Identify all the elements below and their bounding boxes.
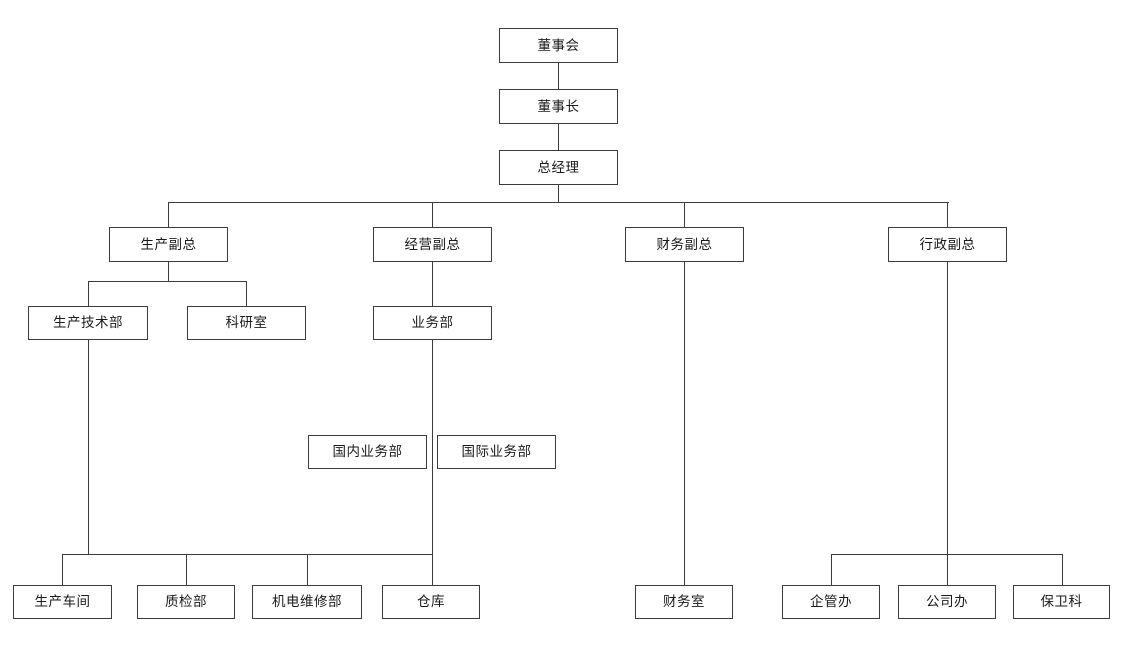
node-vp-operations[interactable]: 经营副总: [373, 227, 492, 262]
connector-executive-bus: [168, 202, 949, 203]
connector-sub-bus-to-research-office: [246, 281, 247, 306]
node-vp-production[interactable]: 生产副总: [109, 227, 228, 262]
connector-admin-bus-to-security-dept: [1062, 554, 1063, 585]
node-enterprise-mgmt[interactable]: 企管办: [782, 585, 880, 619]
connector-bottom-bus-to-workshop: [62, 554, 63, 585]
node-board[interactable]: 董事会: [499, 28, 618, 63]
connector-bottom-bus-to-maintenance-dept: [307, 554, 308, 585]
node-finance-office[interactable]: 财务室: [635, 585, 733, 619]
connector-admin-bus-to-enterprise-mgmt: [831, 554, 832, 585]
node-warehouse[interactable]: 仓库: [382, 585, 480, 619]
node-general-manager[interactable]: 总经理: [499, 150, 618, 185]
connector-sub-bus-to-prod-tech: [88, 281, 89, 306]
connector-production-bottom-bus: [62, 554, 433, 555]
connector-production-sub-bus: [88, 281, 247, 282]
node-prod-tech-dept[interactable]: 生产技术部: [28, 306, 148, 340]
node-research-office[interactable]: 科研室: [187, 306, 306, 340]
connector-chairman-to-gm: [558, 123, 559, 150]
node-chairman[interactable]: 董事长: [499, 89, 618, 124]
connector-prod-tech-stem: [88, 339, 89, 555]
node-intl-business[interactable]: 国际业务部: [437, 435, 556, 469]
node-vp-admin[interactable]: 行政副总: [888, 227, 1007, 262]
node-workshop[interactable]: 生产车间: [13, 585, 112, 619]
connector-bus-to-vp-finance: [684, 202, 685, 228]
connector-business-dept-spine: [432, 339, 433, 585]
connector-bus-to-vp-admin: [947, 202, 948, 228]
connector-bus-to-vp-production: [168, 202, 169, 228]
node-security-dept[interactable]: 保卫科: [1013, 585, 1110, 619]
node-qc-dept[interactable]: 质检部: [137, 585, 235, 619]
node-company-office[interactable]: 公司办: [898, 585, 996, 619]
connector-vp-production-stem: [168, 261, 169, 281]
node-maintenance-dept[interactable]: 机电维修部: [252, 585, 362, 619]
node-domestic-business[interactable]: 国内业务部: [308, 435, 427, 469]
node-vp-finance[interactable]: 财务副总: [625, 227, 744, 262]
connector-admin-bus-to-company-office: [947, 554, 948, 585]
connector-board-to-chairman: [558, 62, 559, 89]
connector-vp-operations-to-business: [432, 261, 433, 306]
connector-vp-admin-stem: [947, 261, 948, 554]
connector-bus-to-vp-operations: [432, 202, 433, 228]
connector-bottom-bus-to-qc-dept: [186, 554, 187, 585]
node-business-dept[interactable]: 业务部: [373, 306, 492, 340]
connector-vp-finance-to-finance-office: [684, 261, 685, 585]
connector-gm-stem: [558, 184, 559, 203]
